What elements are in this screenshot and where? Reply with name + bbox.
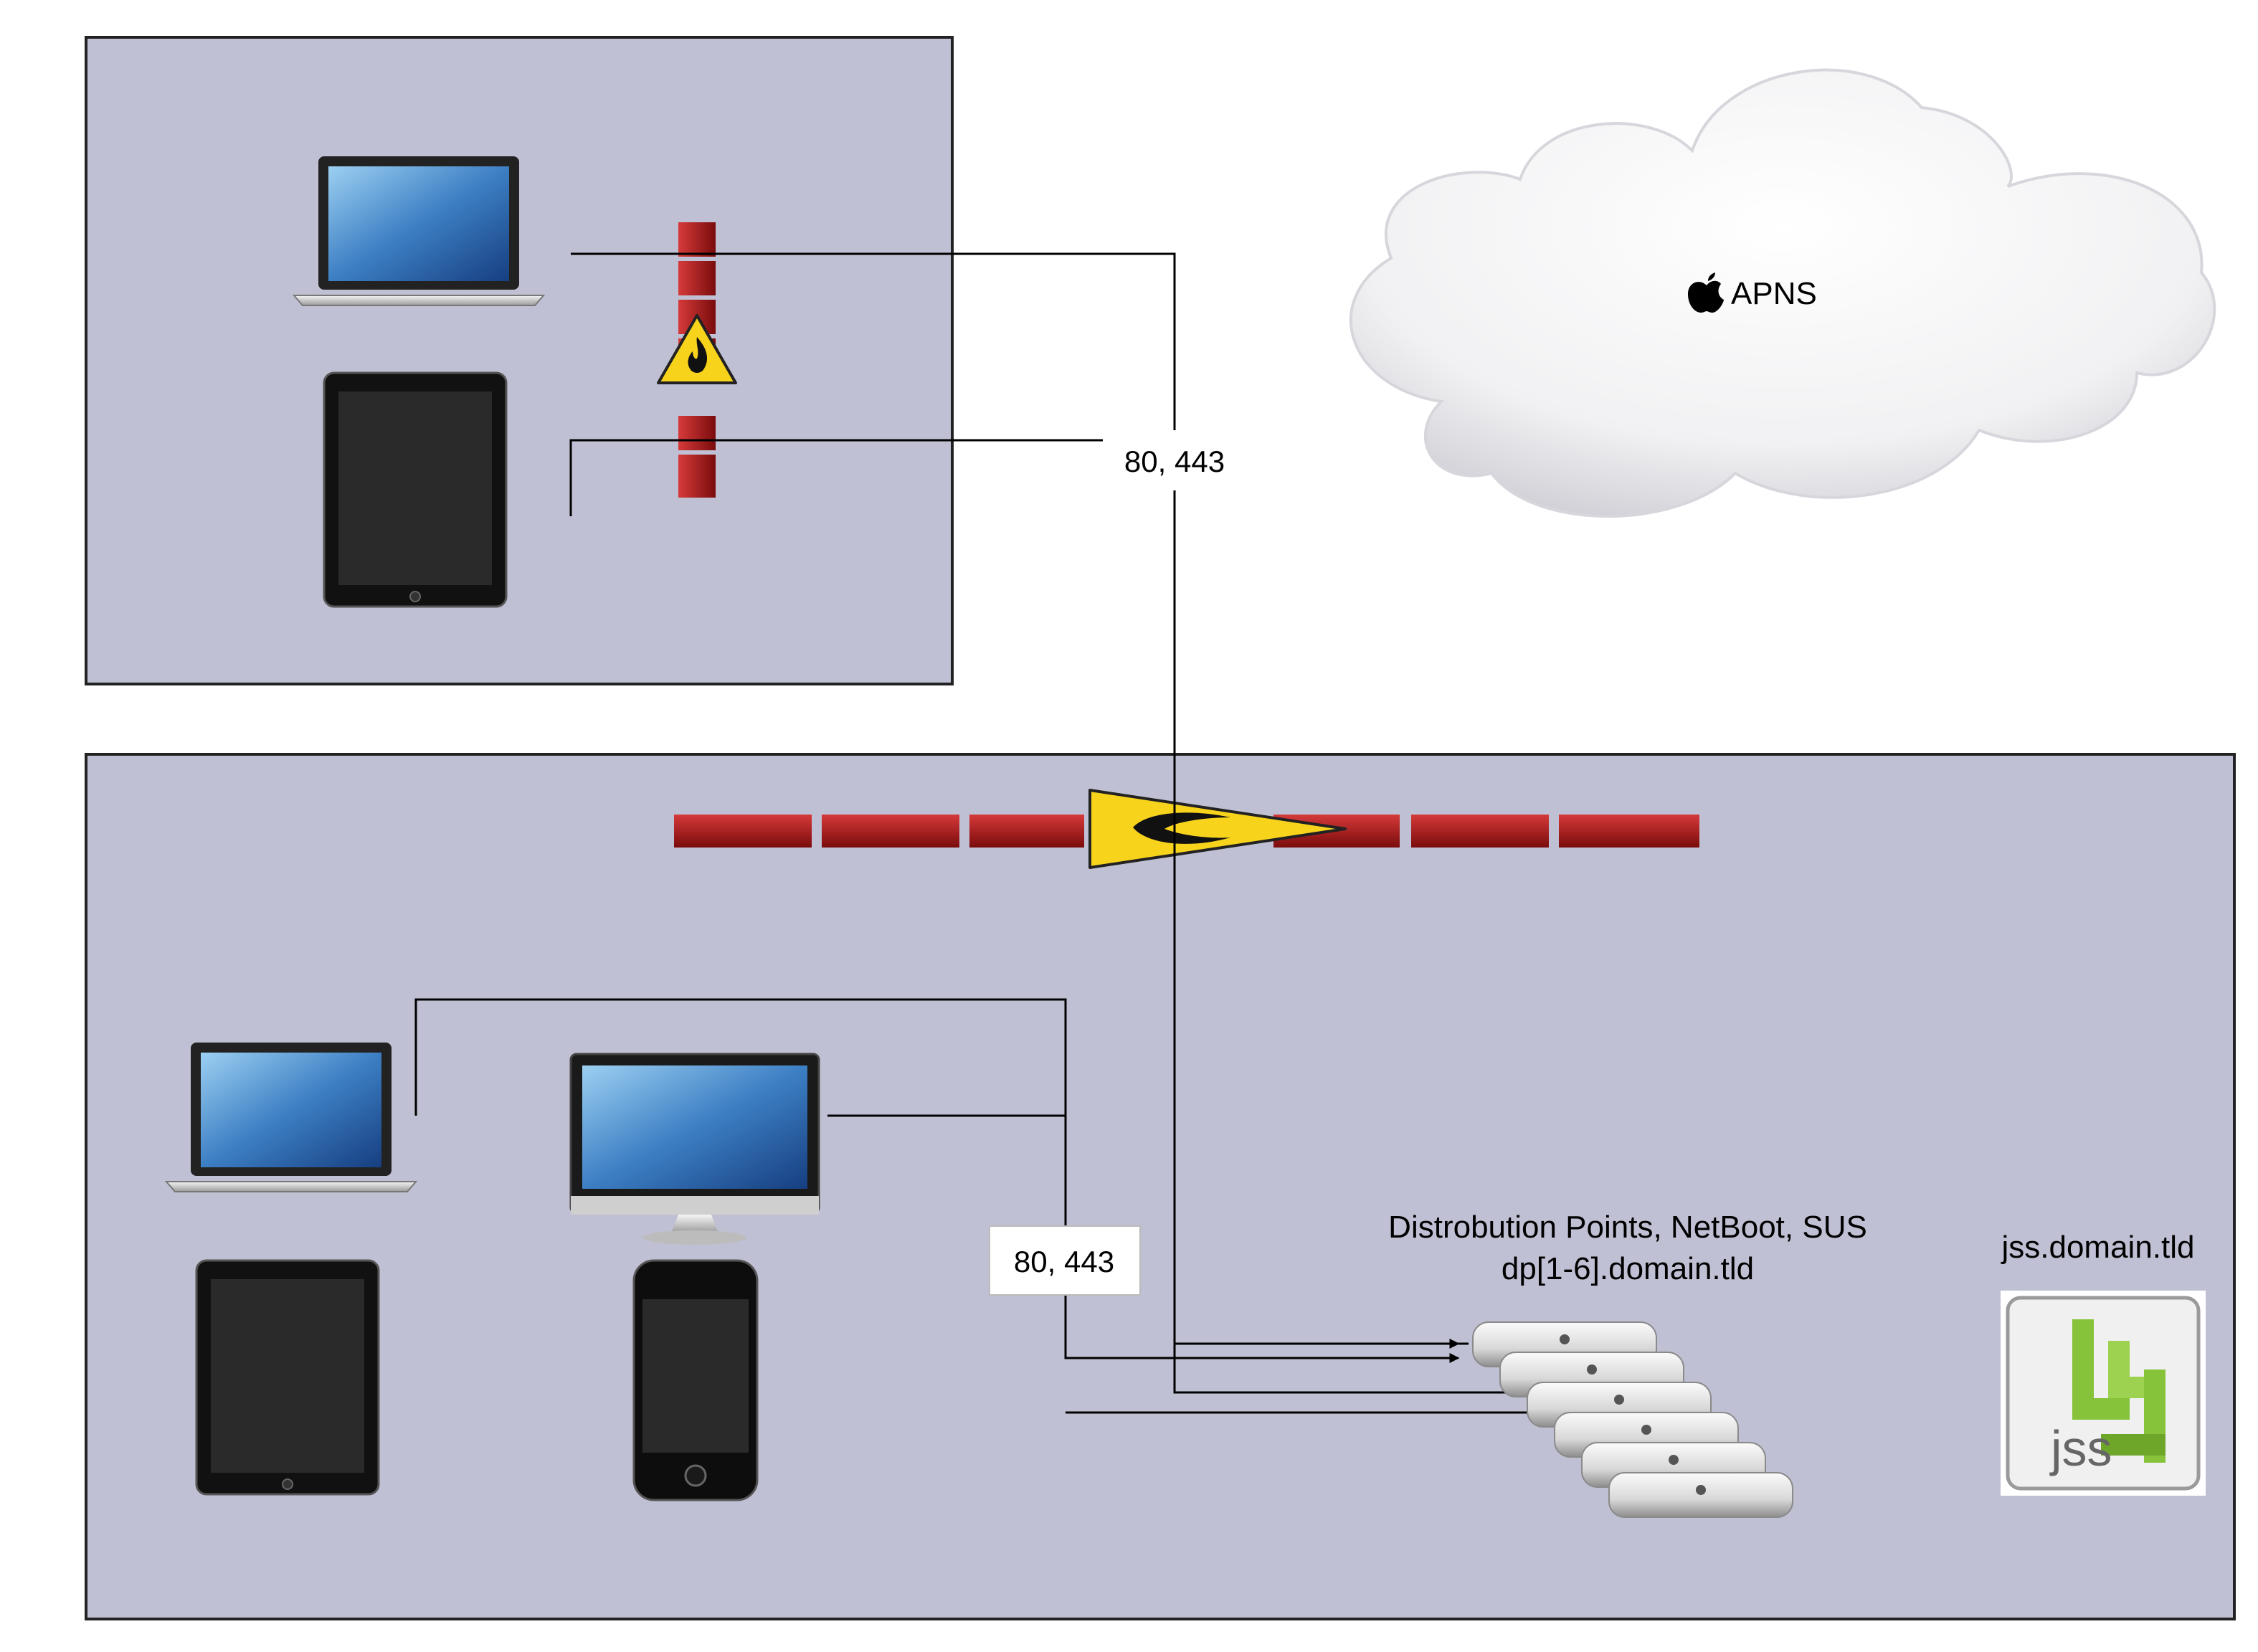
internal-macbook-line (414, 998, 1460, 1363)
connections (414, 252, 1565, 1418)
port-label-internal: 80, 443 (989, 1225, 1141, 1296)
internal-macbook-icon (164, 1043, 418, 1192)
mac-mini-stack (1472, 1321, 1793, 1518)
mac-mini-icon (1608, 1472, 1793, 1518)
internal-ipad-icon (195, 1259, 380, 1496)
svg-text:80, 443: 80, 443 (1124, 445, 1225, 478)
imac-icon (569, 1053, 820, 1245)
jss-logo-text: jss (2049, 1420, 2112, 1476)
port-label-external: 80, 443 (1103, 430, 1246, 490)
jss-host-label: jss.domain.tld (2000, 1230, 2194, 1265)
apns-label: APNS (1731, 276, 1817, 311)
iphone-icon (632, 1259, 759, 1501)
distribution-points-title: Distrobution Points, NetBoot, SUS (1388, 1210, 1867, 1245)
remote-firewall-icon (657, 222, 737, 498)
apple-logo-icon (1688, 272, 1724, 313)
internal-zone (85, 753, 2236, 1620)
svg-text:80, 443: 80, 443 (1014, 1245, 1114, 1278)
remote-zone (85, 36, 954, 685)
jss-logo-icon: jss (2001, 1291, 2206, 1496)
apns-cloud: APNS (1349, 68, 2216, 518)
remote-ipad-line (569, 439, 1175, 516)
remote-macbook-icon (292, 156, 546, 306)
distribution-points-host: dp[1-6].domain.tld (1502, 1251, 1754, 1286)
fire-warning-horizontal-icon (1088, 789, 1347, 869)
fire-warning-icon (657, 314, 737, 384)
internal-firewall-icon (674, 789, 1699, 869)
remote-ipad-icon (323, 371, 508, 608)
